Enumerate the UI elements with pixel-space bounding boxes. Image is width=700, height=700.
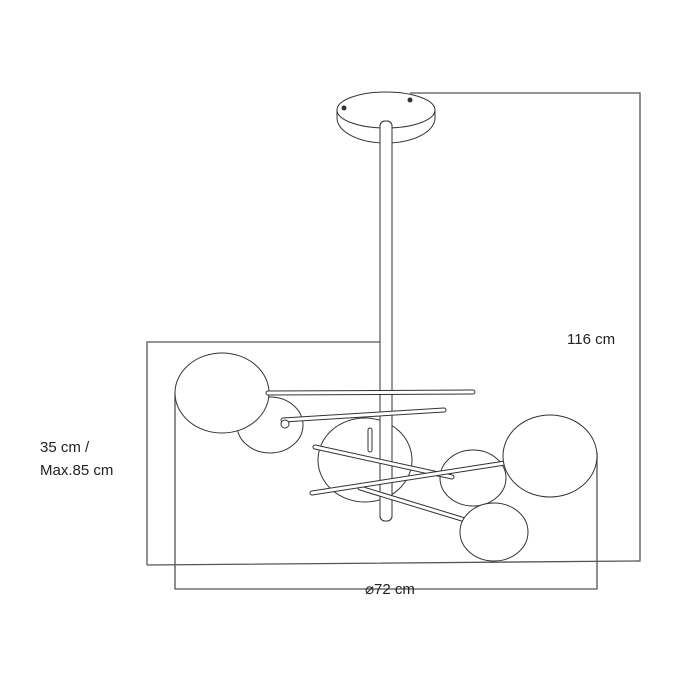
lamp-arm	[312, 444, 455, 480]
height-dimension-line	[146, 92, 641, 566]
drop-height-label: 35 cm /	[40, 439, 90, 456]
max-drop-height-label: Max.85 cm	[40, 462, 113, 479]
center-rod-front	[379, 120, 393, 522]
lamp-arm	[280, 407, 447, 429]
globe-shade	[502, 414, 598, 498]
globe-shade	[174, 352, 270, 434]
diameter-label: ⌀72 cm	[365, 581, 415, 598]
total-height-label: 116 cm	[567, 331, 615, 348]
lamp-arm	[309, 460, 508, 496]
lamp-arm	[357, 485, 468, 523]
drop-dimension-line	[146, 341, 380, 565]
globe-shade	[459, 502, 529, 562]
lamp-arm	[265, 389, 476, 396]
diameter-dimension-line	[174, 393, 598, 590]
